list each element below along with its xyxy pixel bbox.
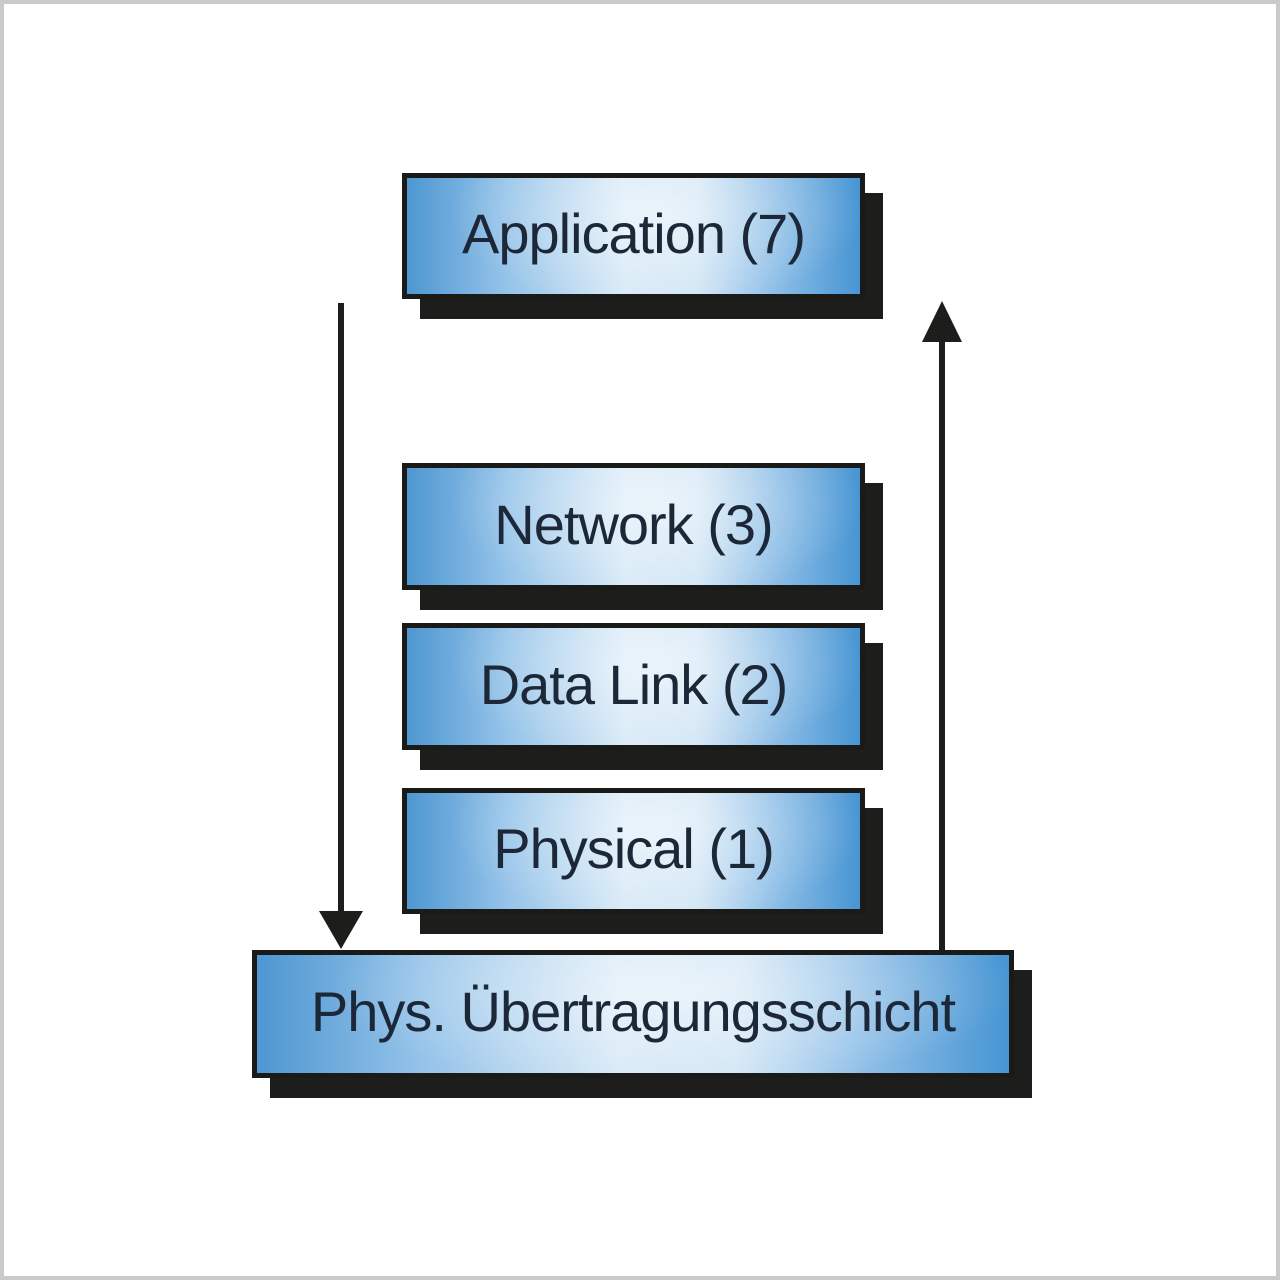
layer-label-data-link: Data Link (2) [479,652,789,716]
layer-box-data-link: Data Link (2) [402,623,865,750]
up-arrow-line [939,340,945,950]
layer-box-physical: Physical (1) [402,788,865,914]
layer-label-application: Application (7) [462,202,806,265]
down-arrow-head-icon [319,911,363,949]
layer-label-network: Network (3) [494,492,773,556]
layer-box-application: Application (7) [402,173,865,299]
layer-label-transmission-medium: Phys. Übertragungsschicht [310,980,956,1043]
down-arrow-line [338,303,344,915]
up-arrow-head-icon [922,301,962,342]
layer-box-network: Network (3) [402,463,865,590]
layer-label-physical: Physical (1) [493,817,775,880]
layer-box-transmission-medium: Phys. Übertragungsschicht [252,950,1014,1078]
